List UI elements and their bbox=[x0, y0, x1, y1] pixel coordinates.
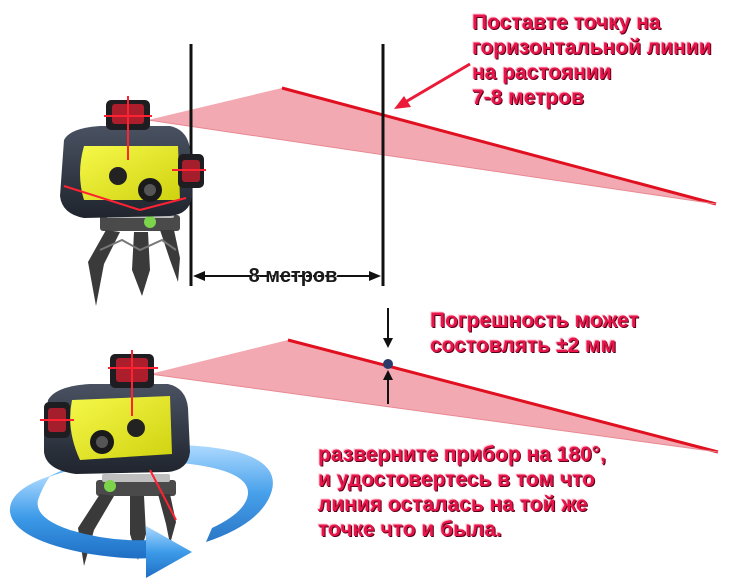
error-marker bbox=[383, 308, 393, 404]
instruction-top-line: на растоянии bbox=[472, 61, 612, 84]
bottom-scene bbox=[9, 308, 719, 578]
pointer-arrow-top bbox=[394, 62, 471, 109]
rotate-180-arrow-icon bbox=[9, 476, 192, 578]
instruction-top-line: 7-8 метров bbox=[472, 86, 584, 109]
error-note-line: Погрешность может bbox=[430, 309, 639, 332]
laser-beam-bottom bbox=[150, 340, 718, 452]
error-note-line: состовлять ±2 мм bbox=[430, 334, 617, 357]
reference-point-dot bbox=[383, 359, 393, 369]
tripod-top bbox=[88, 210, 180, 306]
rotate-instruction-line: точке что и была. bbox=[318, 518, 502, 541]
distance-label: 8 метров bbox=[248, 265, 338, 287]
laser-line-top bbox=[281, 86, 717, 206]
distance-dimension bbox=[193, 271, 381, 281]
laser-beam-top bbox=[148, 88, 716, 204]
rotate-instruction-line: и удостовертесь в том что bbox=[318, 468, 595, 491]
instruction-top-line: Поставте точку на bbox=[472, 11, 661, 34]
laser-level-icon bbox=[40, 350, 190, 566]
device-panel-top bbox=[80, 146, 180, 200]
device-panel-bottom bbox=[70, 396, 172, 460]
rotate-instruction-line: разверните прибор на 180°, bbox=[318, 443, 607, 466]
error-note: Погрешность может состовлять ±2 мм bbox=[430, 308, 639, 358]
laser-level-icon bbox=[60, 96, 206, 306]
instruction-top-line: горизонтальной линии bbox=[472, 36, 712, 59]
laser-line-bottom bbox=[287, 338, 719, 454]
knob-icon bbox=[127, 419, 145, 437]
laser-beam-lower-edge-bottom bbox=[149, 373, 719, 453]
top-scene bbox=[60, 44, 717, 306]
laser-beam-lower-edge bbox=[147, 119, 717, 205]
rotate-instruction-line: линия осталась на той же bbox=[318, 493, 588, 516]
rotate-instruction: разверните прибор на 180°, и удостоверте… bbox=[318, 442, 606, 542]
instruction-top: Поставте точку на горизонтальной линии н… bbox=[472, 10, 712, 110]
knob-icon bbox=[109, 167, 127, 185]
